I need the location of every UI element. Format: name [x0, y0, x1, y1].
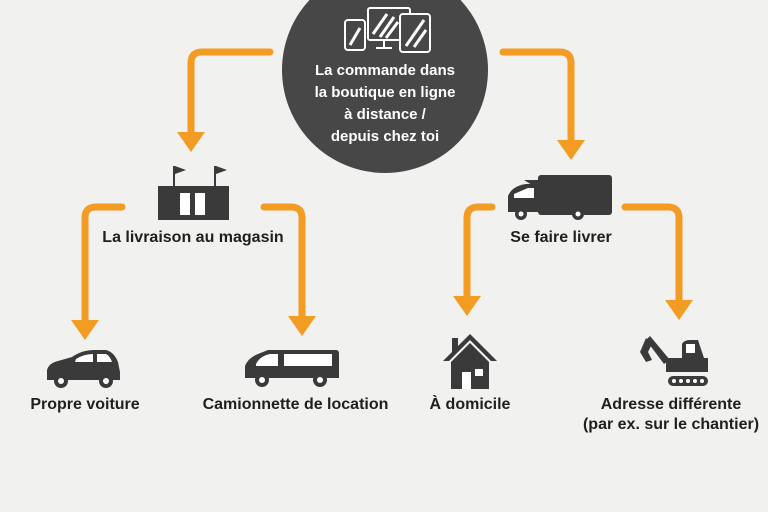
center-label: La commande dans la boutique en ligne à … — [295, 60, 475, 148]
at-home-label: À domicile — [429, 396, 511, 413]
store-icon — [158, 166, 229, 220]
car-icon — [47, 350, 120, 388]
truck-icon — [508, 175, 612, 220]
own-car-label: Propre voiture — [30, 396, 140, 413]
center-circle — [282, 0, 488, 173]
different-address-line-1: Adresse différente — [600, 396, 742, 413]
center-label-line-1: La commande dans — [314, 62, 456, 79]
devices-icon — [344, 7, 431, 53]
van-icon — [245, 350, 339, 387]
arrow-delivery-to-home — [463, 203, 496, 300]
center-label-line-2: la boutique en ligne — [314, 84, 456, 101]
arrow-center-to-delivery — [499, 48, 575, 144]
home-delivery-label: Se faire livrer — [510, 229, 612, 246]
excavator-icon — [640, 336, 708, 386]
store-pickup-label: La livraison au magasin — [102, 229, 284, 246]
rental-van-label: Camionnette de location — [202, 396, 389, 413]
arrow-store-to-car — [81, 203, 126, 324]
house-icon — [443, 334, 497, 389]
different-address-label: Adresse différente (par ex. sur le chant… — [576, 395, 766, 435]
arrow-store-to-van — [260, 203, 306, 320]
arrow-delivery-to-site — [621, 203, 683, 304]
different-address-line-2: (par ex. sur le chantier) — [582, 416, 760, 433]
center-label-line-3: à distance / — [344, 106, 426, 123]
center-label-line-4: depuis chez toi — [330, 128, 440, 145]
arrow-center-to-store — [187, 48, 274, 136]
